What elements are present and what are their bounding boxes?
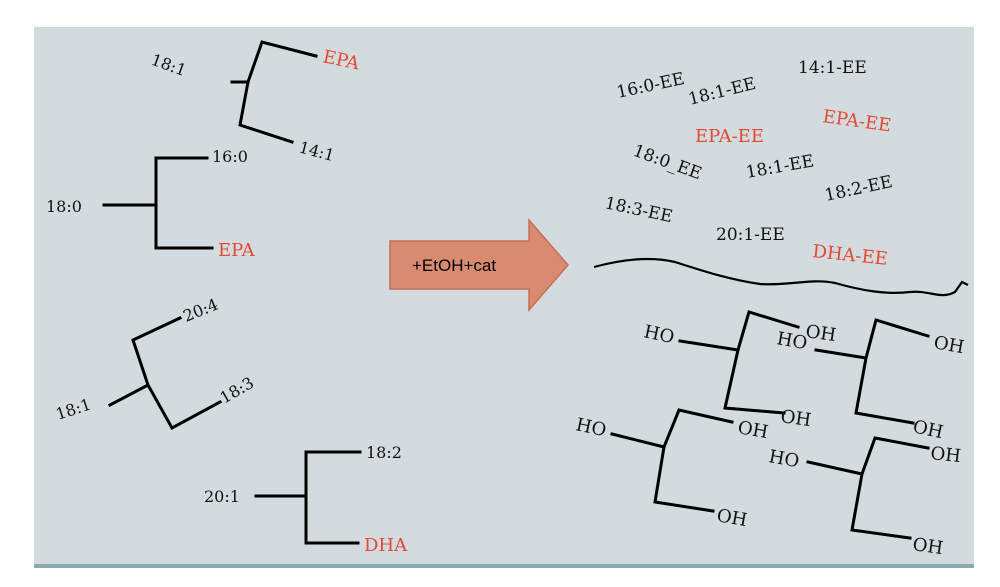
glycerol-3-skeleton — [610, 408, 734, 513]
tg2-bottom-chain: EPA — [218, 240, 256, 261]
reaction-arrow: +EtOH+cat — [389, 217, 569, 313]
ester-epa-a: EPA-EE — [695, 126, 764, 147]
tg1-middle-chain: 18:1 — [149, 50, 189, 80]
tg4-bottom-chain: DHA — [364, 535, 408, 556]
ester-20-1: 20:1-EE — [716, 225, 785, 245]
glycerol-molecule-1: HO OH OH — [642, 310, 837, 431]
glycerol-1-oh-bottom: OH — [779, 406, 812, 431]
glycerol-2-skeleton — [814, 318, 930, 425]
triglyceride-2: 18:0 16:0 EPA — [46, 147, 256, 261]
glycerol-1-ho-left: HO — [642, 321, 676, 348]
arrow-shape — [389, 217, 569, 313]
tg2-top-chain: 16:0 — [212, 147, 248, 166]
tg4-middle-chain: 20:1 — [204, 487, 240, 506]
tg2-middle-chain: 18:0 — [46, 197, 82, 216]
glycerol-4-oh-top: OH — [929, 443, 961, 467]
diagram-panel — [34, 27, 974, 568]
ester-14-1: 14:1-EE — [798, 58, 867, 78]
ester-18-1-a: 18:1-EE — [686, 74, 758, 110]
triglyceride-1: 18:1 EPA 14:1 — [149, 40, 362, 166]
tg1-top-chain: EPA — [321, 46, 362, 74]
ester-18-0: 18:0_EE — [630, 141, 704, 184]
ester-18-3: 18:3-EE — [603, 193, 674, 227]
triglyceride-1-skeleton — [230, 40, 318, 144]
glycerol-2-oh-top: OH — [932, 332, 966, 358]
glycerol-molecule-4: HO OH OH — [767, 436, 962, 559]
glycerol-3-ho-left: HO — [574, 414, 608, 441]
glycerol-molecule-3: HO OH OH — [574, 408, 770, 531]
tg1-bottom-chain: 14:1 — [297, 138, 337, 166]
ethyl-esters: 16:0-EE 18:1-EE 14:1-EE EPA-EE EPA-EE 18… — [603, 58, 894, 270]
glycerol-4-skeleton — [806, 436, 930, 540]
glycerol-molecule-2: HO OH OH — [775, 318, 966, 443]
phase-boundary-line — [593, 258, 969, 297]
ester-dha: DHA-EE — [811, 241, 888, 270]
glycerol-2-ho-left: HO — [775, 328, 809, 354]
triglyceride-4: 20:1 18:2 DHA — [204, 443, 408, 556]
tg3-top-chain: 20:4 — [180, 295, 220, 326]
triglyceride-4-skeleton — [254, 450, 362, 545]
ester-16-0: 16:0-EE — [615, 69, 686, 103]
ester-18-1-b: 18:1-EE — [744, 151, 815, 183]
tg3-bottom-chain: 18:3 — [217, 373, 258, 407]
glycerol-3-oh-bottom: OH — [715, 505, 749, 531]
tg4-top-chain: 18:2 — [366, 443, 402, 462]
tg3-middle-chain: 18:1 — [53, 395, 93, 424]
glycerol-2-oh-bottom: OH — [911, 416, 945, 443]
reaction-label: +EtOH+cat — [412, 256, 496, 275]
triglyceride-2-skeleton — [102, 156, 214, 250]
glycerol-3-oh-top: OH — [736, 417, 770, 443]
triglyceride-3-skeleton — [107, 316, 223, 431]
ester-epa-b: EPA-EE — [821, 106, 892, 136]
glycerol-1-oh-top: OH — [804, 321, 837, 346]
glycerol-4-ho-left: HO — [767, 446, 801, 472]
glycerol-4-oh-bottom: OH — [911, 534, 944, 559]
triglyceride-3: 18:1 20:4 18:3 — [53, 295, 258, 431]
glycerol-1-skeleton — [678, 310, 800, 415]
ester-18-2: 18:2-EE — [823, 172, 894, 206]
